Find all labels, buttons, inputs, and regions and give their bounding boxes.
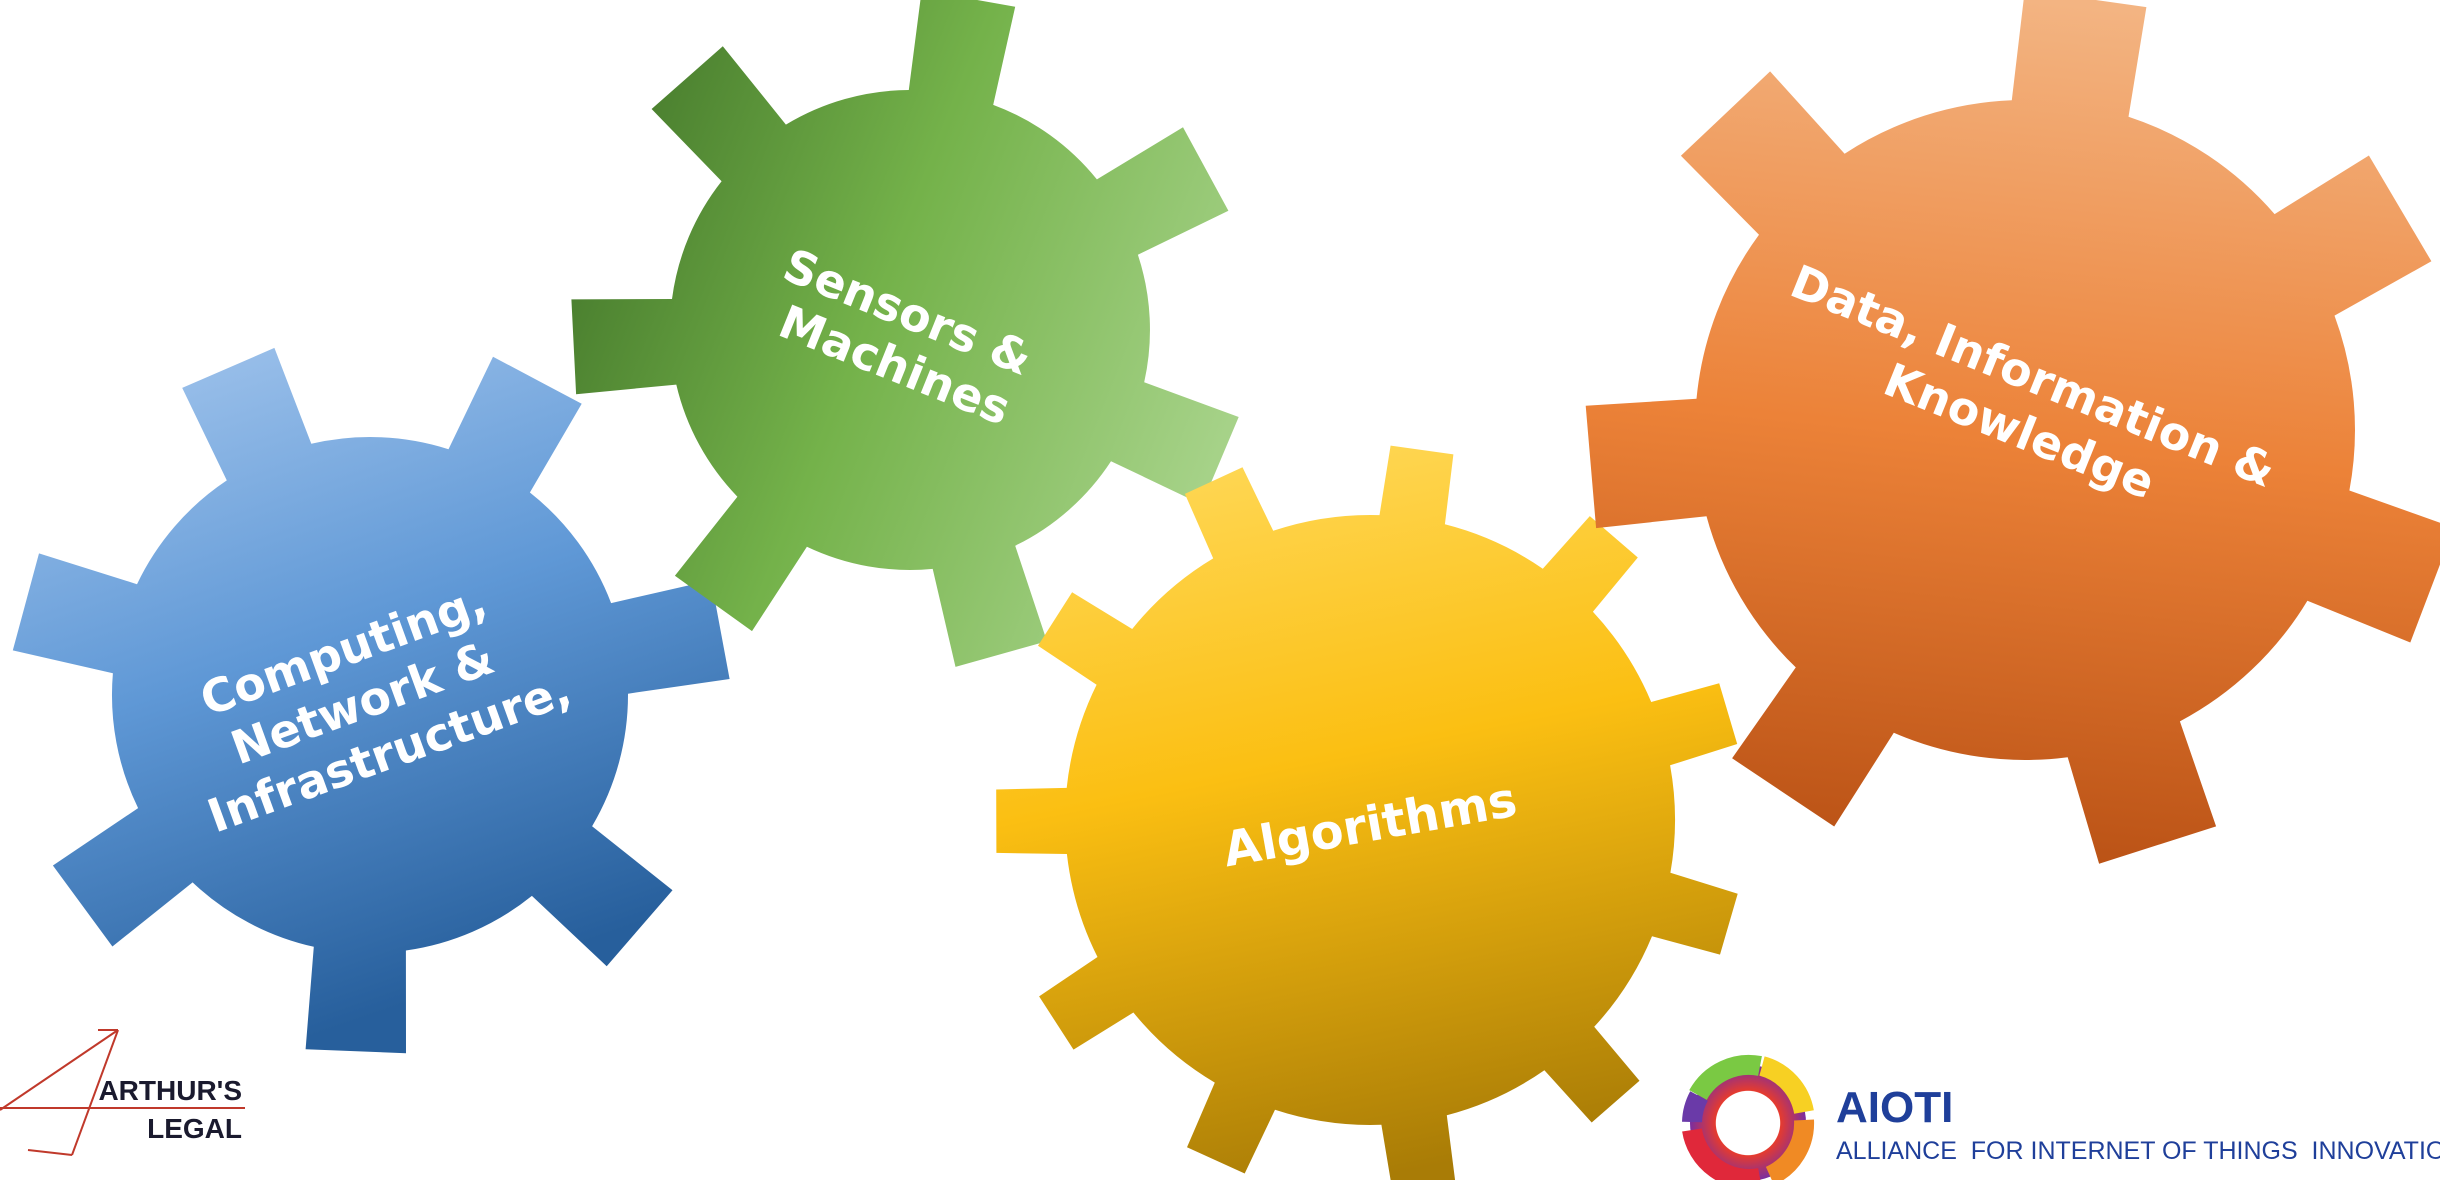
aioti-subtitle: ALLIANCE FOR INTERNET OF THINGS INNOVATI…: [1836, 1137, 2440, 1165]
gear-algorithms-shape: [996, 445, 1738, 1180]
arthurs-legal-mark-icon: [0, 1029, 245, 1156]
gear-sensors: Sensors & Machines: [571, 0, 1239, 667]
gear-sensors-shape: [571, 0, 1239, 667]
aioti-title: AIOTI: [1836, 1083, 1953, 1132]
gear-computing: Computing, Network & Infrastructure,: [12, 347, 730, 1054]
aioti-ring-icon: [1682, 1054, 1815, 1180]
arthurs-legal-line2: LEGAL: [147, 1113, 242, 1144]
aioti-logo: AIOTI ALLIANCE FOR INTERNET OF THINGS IN…: [1682, 1054, 2440, 1180]
arthurs-legal-line1: ARTHUR'S: [98, 1075, 242, 1106]
gear-algorithms: Algorithms: [996, 445, 1738, 1180]
gear-data-shape: [1585, 0, 2440, 864]
arthurs-legal-logo: ARTHUR'S LEGAL: [0, 1029, 245, 1156]
gear-data: Data, Information & Knowledge: [1585, 0, 2440, 864]
gear-computing-shape: [12, 347, 730, 1054]
